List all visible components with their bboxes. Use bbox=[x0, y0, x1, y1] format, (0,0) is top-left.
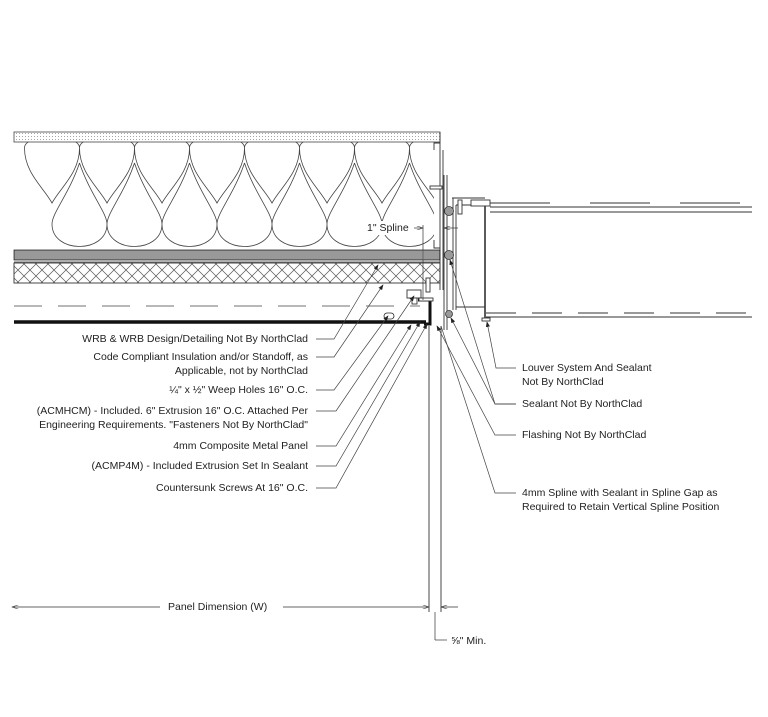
callout-acmp4m: (ACMP4M) - Included Extrusion Set In Sea… bbox=[91, 459, 308, 473]
panel-dimension bbox=[12, 607, 458, 641]
callout-text: Sealant Not By NorthClad bbox=[522, 398, 643, 410]
callout-text: 4mm Composite Metal Panel bbox=[173, 440, 308, 452]
callout-insulation: Code Compliant Insulation and/or Standof… bbox=[93, 350, 308, 378]
callout-sealant: Sealant Not By NorthClad bbox=[522, 397, 642, 411]
callout-panel: 4mm Composite Metal Panel bbox=[173, 439, 308, 453]
sheathing-layer bbox=[13, 131, 441, 143]
callout-text: Code Compliant Insulation and/or Standof… bbox=[93, 351, 308, 363]
callout-text: ¼" x ½" Weep Holes 16" O.C. bbox=[169, 384, 308, 396]
callout-acmhcm: (ACMHCM) - Included. 6" Extrusion 16" O.… bbox=[37, 404, 308, 432]
callout-screws: Countersunk Screws At 16" O.C. bbox=[156, 481, 308, 495]
callout-text: Applicable, not by NorthClad bbox=[174, 365, 308, 377]
jamb-framing bbox=[428, 132, 752, 612]
callout-text: WRB & WRB Design/Detailing Not By NorthC… bbox=[82, 333, 308, 345]
callout-weep-holes: ¼" x ½" Weep Holes 16" O.C. bbox=[169, 383, 308, 397]
callout-louver: Louver System And Sealant Not By NorthCl… bbox=[522, 361, 652, 389]
left-leaders bbox=[316, 264, 428, 489]
fasteners bbox=[406, 185, 463, 305]
callout-text: 4mm Spline with Sealant in Spline Gap as bbox=[522, 487, 718, 499]
wrb-layer bbox=[13, 249, 441, 263]
right-leaders bbox=[436, 259, 516, 494]
sealant-beads bbox=[444, 206, 454, 318]
callout-text: Engineering Requirements. "Fasteners Not… bbox=[39, 419, 308, 431]
batt-insulation bbox=[24, 142, 434, 247]
batt-loops bbox=[24, 142, 434, 247]
callout-text: (ACMHCM) - Included. 6" Extrusion 16" O.… bbox=[36, 405, 308, 417]
spline-dimension-label: 1" Spline bbox=[367, 221, 409, 235]
callout-text: Louver System And Sealant bbox=[522, 362, 652, 374]
callout-text: Flashing Not By NorthClad bbox=[522, 429, 647, 441]
callout-text: Countersunk Screws At 16" O.C. bbox=[156, 482, 308, 494]
callout-text: Required to Retain Vertical Spline Posit… bbox=[522, 501, 720, 513]
callout-wrb: WRB & WRB Design/Detailing Not By NorthC… bbox=[82, 332, 308, 346]
min-gap-label: ⅝" Min. bbox=[451, 635, 487, 647]
callout-text: Not By NorthClad bbox=[522, 376, 604, 388]
spline-dimension bbox=[414, 225, 458, 300]
panel-dimension-label: Panel Dimension (W) bbox=[168, 601, 268, 613]
callout-text: (ACMP4M) - Included Extrusion Set In Sea… bbox=[91, 460, 308, 472]
rigid-insulation-layer bbox=[13, 262, 441, 284]
callout-flashing: Flashing Not By NorthClad bbox=[522, 428, 646, 442]
callout-spline: 4mm Spline with Sealant in Spline Gap as… bbox=[522, 486, 719, 514]
composite-panel bbox=[14, 298, 432, 326]
